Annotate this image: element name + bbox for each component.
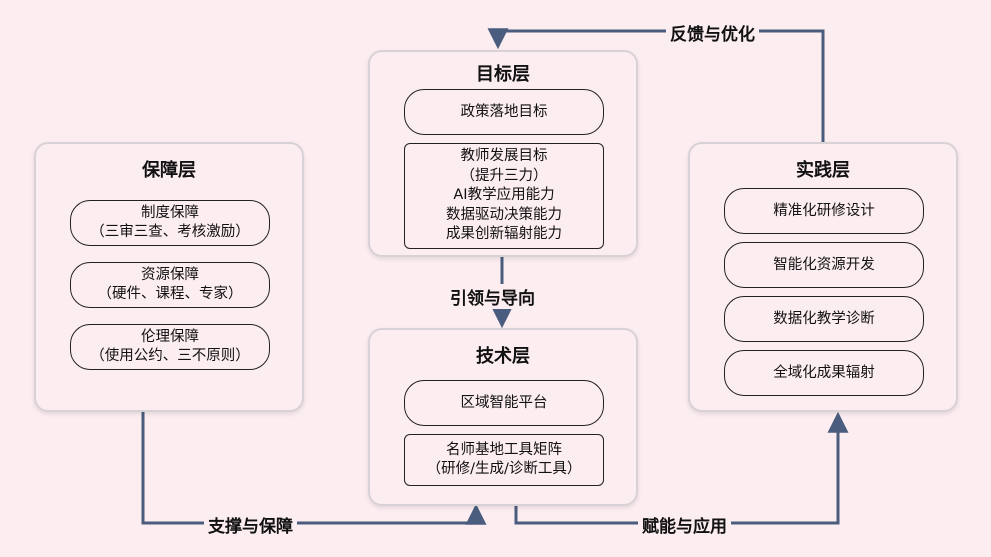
data-teaching-diagnosis-label: 数据化教学诊断	[773, 310, 875, 327]
regional-platform-box: 区域智能平台	[404, 380, 604, 426]
ethics-guarantee-title: 伦理保障	[141, 329, 199, 345]
policy-goal-box: 政策落地目标	[404, 89, 604, 135]
empower-label: 赋能与应用	[638, 512, 731, 537]
all-domain-results-box: 全域化成果辐射	[724, 350, 924, 396]
institution-guarantee-detail: （三审三查、考核激励）	[90, 224, 250, 240]
teacher-tool-matrix-title: 名师基地工具矩阵	[446, 441, 562, 458]
intelligent-resource-dev-box: 智能化资源开发	[724, 242, 924, 288]
feedback-label: 反馈与优化	[666, 20, 759, 45]
guarantee-layer-panel: 保障层 制度保障 （三审三查、考核激励） 资源保障 （硬件、课程、专家） 伦理保…	[34, 142, 304, 412]
teacher-goal-line: 教师发展目标	[460, 148, 548, 165]
support-label: 支撑与保障	[204, 512, 297, 537]
ethics-guarantee-detail: （使用公约、三不原则）	[90, 348, 250, 364]
teacher-goal-line: 数据驱动决策能力	[446, 206, 562, 223]
precise-training-design-label: 精准化研修设计	[773, 202, 875, 219]
feedback-arrow	[487, 28, 825, 148]
ethics-guarantee-box: 伦理保障 （使用公约、三不原则）	[70, 324, 270, 370]
teacher-goal-line: 成果创新辐射能力	[446, 226, 562, 243]
resource-guarantee-title: 资源保障	[141, 267, 199, 283]
goal-layer-panel: 目标层 政策落地目标 教师发展目标 （提升三力） AI教学应用能力 数据驱动决策…	[368, 50, 638, 257]
practice-layer-panel: 实践层 精准化研修设计 智能化资源开发 数据化教学诊断 全域化成果辐射	[688, 142, 958, 412]
regional-platform-label: 区域智能平台	[460, 394, 548, 411]
intelligent-resource-dev-label: 智能化资源开发	[773, 256, 875, 273]
teacher-tool-matrix-box: 名师基地工具矩阵 （研修/生成/诊断工具）	[404, 434, 604, 486]
practice-layer-title: 实践层	[796, 160, 850, 181]
policy-goal-label: 政策落地目标	[460, 103, 548, 120]
teacher-goal-line: AI教学应用能力	[453, 187, 555, 204]
guarantee-layer-title: 保障层	[142, 160, 196, 181]
teacher-development-goal-box: 教师发展目标 （提升三力） AI教学应用能力 数据驱动决策能力 成果创新辐射能力	[404, 143, 604, 249]
goal-layer-title: 目标层	[476, 64, 530, 85]
tech-layer-panel: 技术层 区域智能平台 名师基地工具矩阵 （研修/生成/诊断工具）	[368, 328, 638, 506]
teacher-tool-matrix-detail: （研修/生成/诊断工具）	[426, 461, 582, 477]
data-teaching-diagnosis-box: 数据化教学诊断	[724, 296, 924, 342]
teacher-goal-line: （提升三力）	[460, 167, 548, 184]
lead-label: 引领与导向	[446, 284, 539, 309]
tech-layer-title: 技术层	[476, 346, 530, 367]
precise-training-design-box: 精准化研修设计	[724, 188, 924, 234]
institution-guarantee-title: 制度保障	[141, 205, 199, 221]
resource-guarantee-detail: （硬件、课程、专家）	[97, 286, 243, 302]
support-arrow	[141, 412, 487, 525]
all-domain-results-label: 全域化成果辐射	[773, 364, 875, 381]
resource-guarantee-box: 资源保障 （硬件、课程、专家）	[70, 262, 270, 308]
institution-guarantee-box: 制度保障 （三审三查、考核激励）	[70, 200, 270, 246]
